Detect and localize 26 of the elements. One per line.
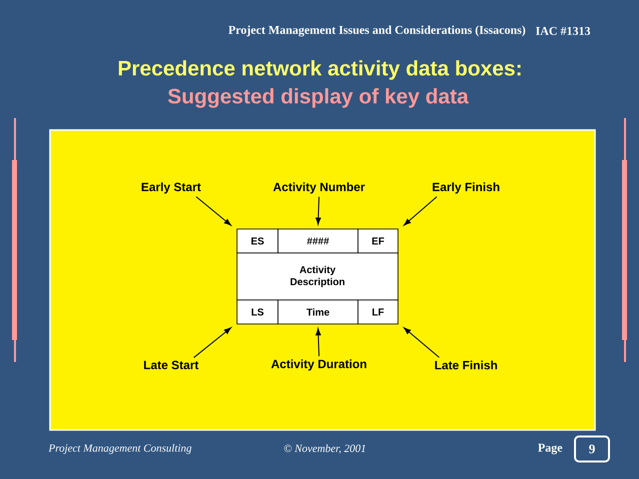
arrow xyxy=(316,196,321,225)
page-number-box: 9 xyxy=(574,436,610,462)
arrow xyxy=(404,196,438,226)
page-label: Page xyxy=(538,444,562,454)
field-label: Early Finish xyxy=(432,182,500,194)
footer-text: Project Management Consulting xyxy=(48,444,192,454)
field-label: Activity Duration xyxy=(271,359,366,371)
footer-text: © November, 2001 xyxy=(284,444,365,454)
field-label: Early Start xyxy=(142,182,201,194)
table-cell: LS xyxy=(236,300,278,324)
table-cell: LF xyxy=(358,300,398,324)
field-label: Late Start xyxy=(144,360,198,370)
header-text: Project Management Issues and Considerations (Issacons) xyxy=(228,26,526,36)
table-cell: Time xyxy=(278,300,358,324)
table-cell: EF xyxy=(358,228,398,254)
subtitle: Suggested display of key data xyxy=(168,88,469,108)
table-cell: ES xyxy=(236,228,278,254)
arrow xyxy=(316,328,321,357)
title: Precedence network activity data boxes: xyxy=(118,60,520,80)
arrow xyxy=(196,196,232,226)
field-label: Late Finish xyxy=(435,360,497,370)
field-label: Activity Number xyxy=(273,182,365,194)
arrow xyxy=(404,327,440,358)
document-number: IAC #1313 xyxy=(536,26,590,36)
table-cell: #### xyxy=(278,228,358,254)
arrow xyxy=(193,327,232,358)
